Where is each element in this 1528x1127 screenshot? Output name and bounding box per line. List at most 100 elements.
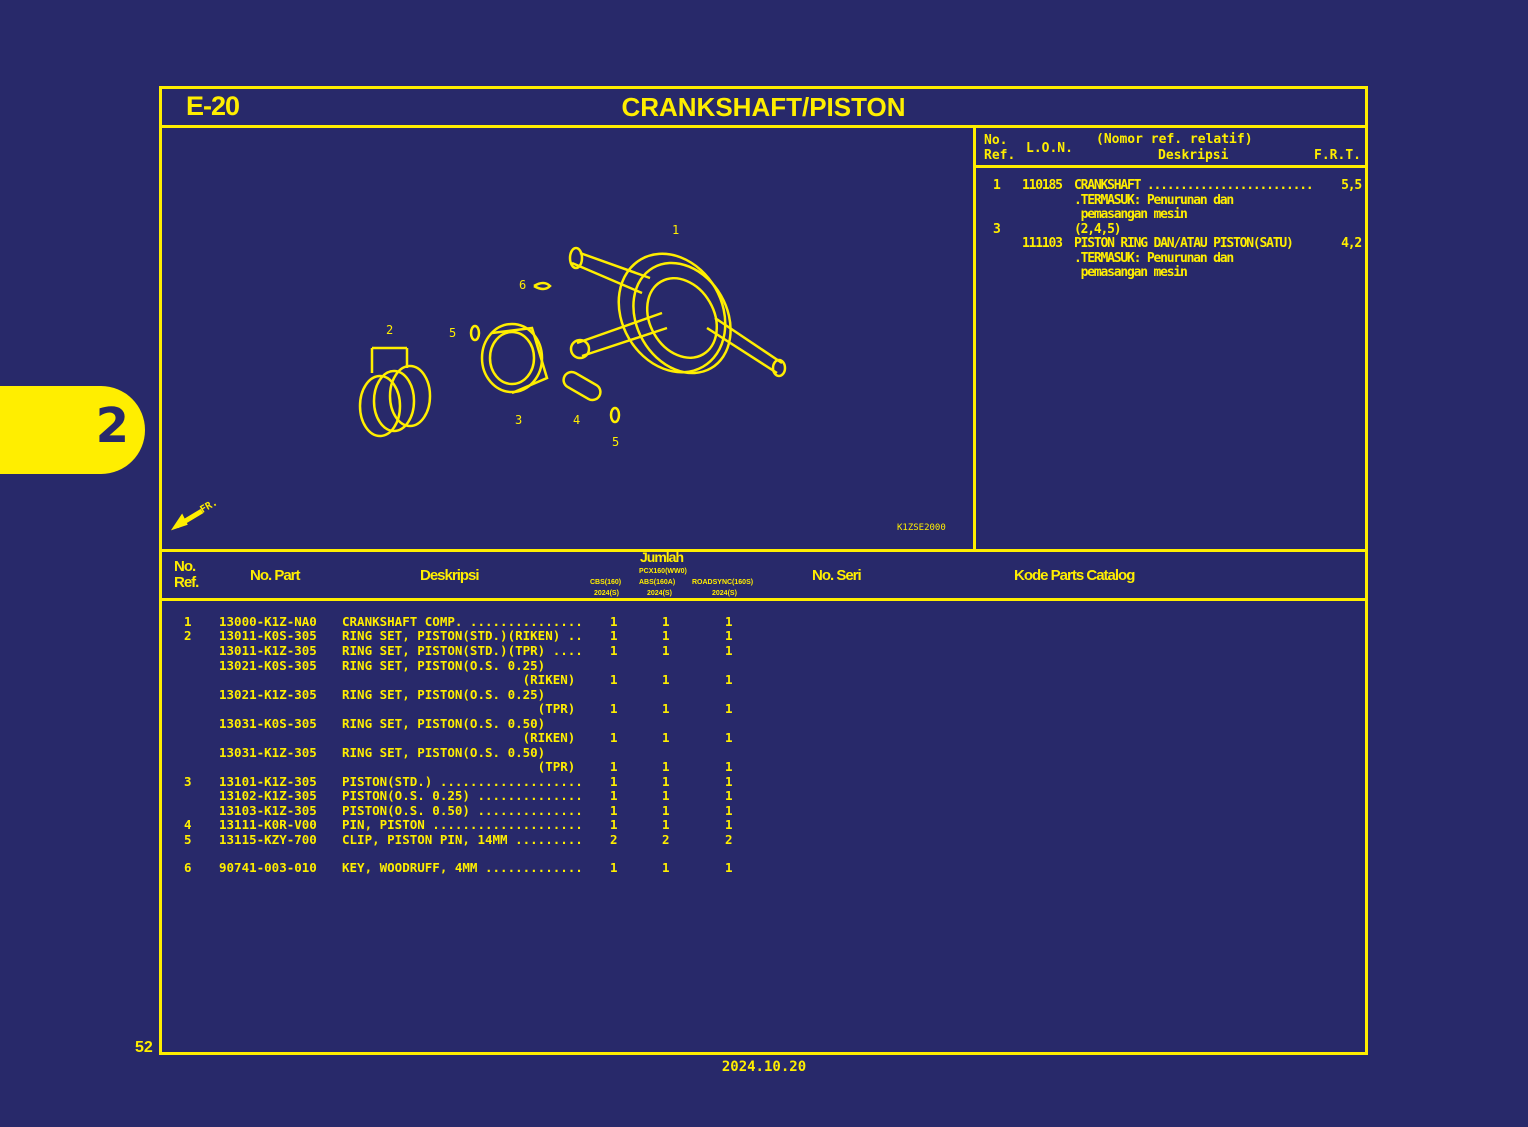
cell-qty-2: 1 bbox=[662, 701, 670, 716]
col-ref-header: No. Ref. bbox=[174, 558, 199, 591]
cell-qty-1: 1 bbox=[610, 803, 618, 818]
cell-part: 13011-K0S-305 bbox=[219, 628, 317, 643]
model-2-name: ABS(160A) bbox=[639, 579, 676, 586]
section-tab[interactable]: 2 bbox=[0, 386, 145, 474]
frt-desc-header: Deskripsi bbox=[1158, 148, 1229, 163]
piston-pin-drawing bbox=[562, 370, 602, 402]
cell-qty-2: 1 bbox=[662, 817, 670, 832]
cell-part: 13102-K1Z-305 bbox=[219, 788, 317, 803]
cell-part: 13011-K1Z-305 bbox=[219, 643, 317, 658]
cell-qty-1: 1 bbox=[610, 860, 618, 875]
cell-qty-1: 1 bbox=[610, 817, 618, 832]
front-arrow-icon bbox=[170, 508, 204, 531]
cell-qty-1: 1 bbox=[610, 774, 618, 789]
clip-drawings bbox=[469, 324, 621, 424]
model-3-year: 2024(S) bbox=[712, 590, 737, 597]
col-part-header: No. Part bbox=[250, 567, 301, 584]
frt-frt: 4,2 bbox=[1341, 236, 1362, 251]
cell-qty-1: 1 bbox=[610, 730, 618, 745]
callout-6: 6 bbox=[519, 278, 527, 292]
frt-frt-header: F.R.T. bbox=[1314, 148, 1361, 163]
cell-qty-2: 1 bbox=[662, 730, 670, 745]
callout-5b: 5 bbox=[612, 435, 620, 449]
cell-ref: 1 bbox=[184, 614, 192, 629]
model-1-year: 2024(S) bbox=[594, 590, 619, 597]
table-row[interactable]: 1 13000-K1Z-NA0 CRANKSHAFT COMP. .........… bbox=[162, 614, 1365, 629]
page-title: CRANKSHAFT/PISTON bbox=[621, 92, 906, 122]
cell-qty-2: 1 bbox=[662, 628, 670, 643]
model-2-year: 2024(S) bbox=[647, 590, 672, 597]
frt-desc: .TERMASUK: Penurunan dan bbox=[1074, 251, 1234, 266]
cell-part: 13031-K1Z-305 bbox=[219, 745, 317, 760]
publication-date: 2024.10.20 bbox=[721, 1059, 807, 1075]
cell-desc: KEY, WOODRUFF, 4MM ............. bbox=[342, 860, 583, 875]
cell-part: 13103-K1Z-305 bbox=[219, 803, 317, 818]
cell-part: 13111-K0R-V00 bbox=[219, 817, 317, 832]
frt-ref-header: No. Ref. bbox=[984, 133, 1016, 163]
cell-qty-2: 1 bbox=[662, 860, 670, 875]
col-catalog-header: Kode Parts Catalog bbox=[1014, 567, 1135, 584]
crankshaft-piston-illustration bbox=[170, 246, 787, 531]
section-code: E-20 bbox=[186, 91, 240, 121]
cell-qty-2: 1 bbox=[662, 614, 670, 629]
model-2-top: PCX160(WW0) bbox=[639, 568, 687, 575]
cell-desc: CLIP, PISTON PIN, 14MM ......... bbox=[342, 832, 583, 847]
cell-qty-1: 1 bbox=[610, 614, 618, 629]
title-bar: E-20 CRANKSHAFT/PISTON bbox=[162, 89, 1365, 128]
figure-code: K1ZSE2000 bbox=[897, 523, 946, 533]
col-desc-header: Deskripsi bbox=[420, 567, 480, 584]
cell-qty-1: 1 bbox=[610, 701, 618, 716]
cell-part: 13031-K0S-305 bbox=[219, 716, 317, 731]
cell-ref: 3 bbox=[184, 774, 192, 789]
cell-qty-3: 1 bbox=[725, 701, 733, 716]
cell-ref: 5 bbox=[184, 832, 192, 847]
cell-desc: (TPR) bbox=[342, 759, 576, 774]
cell-qty-3: 1 bbox=[725, 817, 733, 832]
frt-frt: 5,5 bbox=[1341, 178, 1362, 193]
col-qty-header: Jumlah bbox=[640, 549, 684, 565]
cell-desc: PIN, PISTON .................... bbox=[342, 817, 583, 832]
frt-lon: 110185 bbox=[1022, 178, 1063, 193]
section-tab-number: 2 bbox=[95, 398, 129, 454]
cell-qty-1: 1 bbox=[610, 788, 618, 803]
cell-part: 13021-K1Z-305 bbox=[219, 687, 317, 702]
cell-part: 90741-003-010 bbox=[219, 860, 317, 875]
frt-desc: (2,4,5) bbox=[1074, 222, 1122, 237]
cell-qty-1: 1 bbox=[610, 628, 618, 643]
col-serial-header: No. Seri bbox=[812, 567, 862, 584]
exploded-diagram: 1 2 3 4 5 5 6 FR. K1ZSE2000 bbox=[162, 128, 976, 549]
model-3-name: ROADSYNC(160S) bbox=[692, 579, 754, 586]
cell-qty-3: 1 bbox=[725, 803, 733, 818]
cell-desc: CRANKSHAFT COMP. ............... bbox=[342, 614, 583, 629]
cell-ref: 2 bbox=[184, 628, 192, 643]
cell-qty-3: 1 bbox=[725, 628, 733, 643]
frt-desc: PISTON RING DAN/ATAU PISTON(SATU) bbox=[1074, 236, 1294, 251]
cell-qty-3: 1 bbox=[725, 759, 733, 774]
cell-desc: (RIKEN) bbox=[342, 672, 576, 687]
cell-part: 13000-K1Z-NA0 bbox=[219, 614, 317, 629]
cell-part: 13021-K0S-305 bbox=[219, 658, 317, 673]
cell-qty-3: 1 bbox=[725, 643, 733, 658]
frt-desc: CRANKSHAFT ......................... bbox=[1074, 178, 1320, 193]
table-row[interactable]: 5 13115-KZY-700 CLIP, PISTON PIN, 14MM ...… bbox=[162, 832, 1365, 847]
callout-3: 3 bbox=[515, 413, 523, 427]
cell-part: 13115-KZY-700 bbox=[219, 832, 317, 847]
cell-qty-3: 1 bbox=[725, 672, 733, 687]
piston-ring-set-drawing bbox=[358, 346, 432, 438]
parts-page-frame: E-20 CRANKSHAFT/PISTON 1 2 3 4 5 5 6 FR.… bbox=[159, 86, 1368, 1055]
